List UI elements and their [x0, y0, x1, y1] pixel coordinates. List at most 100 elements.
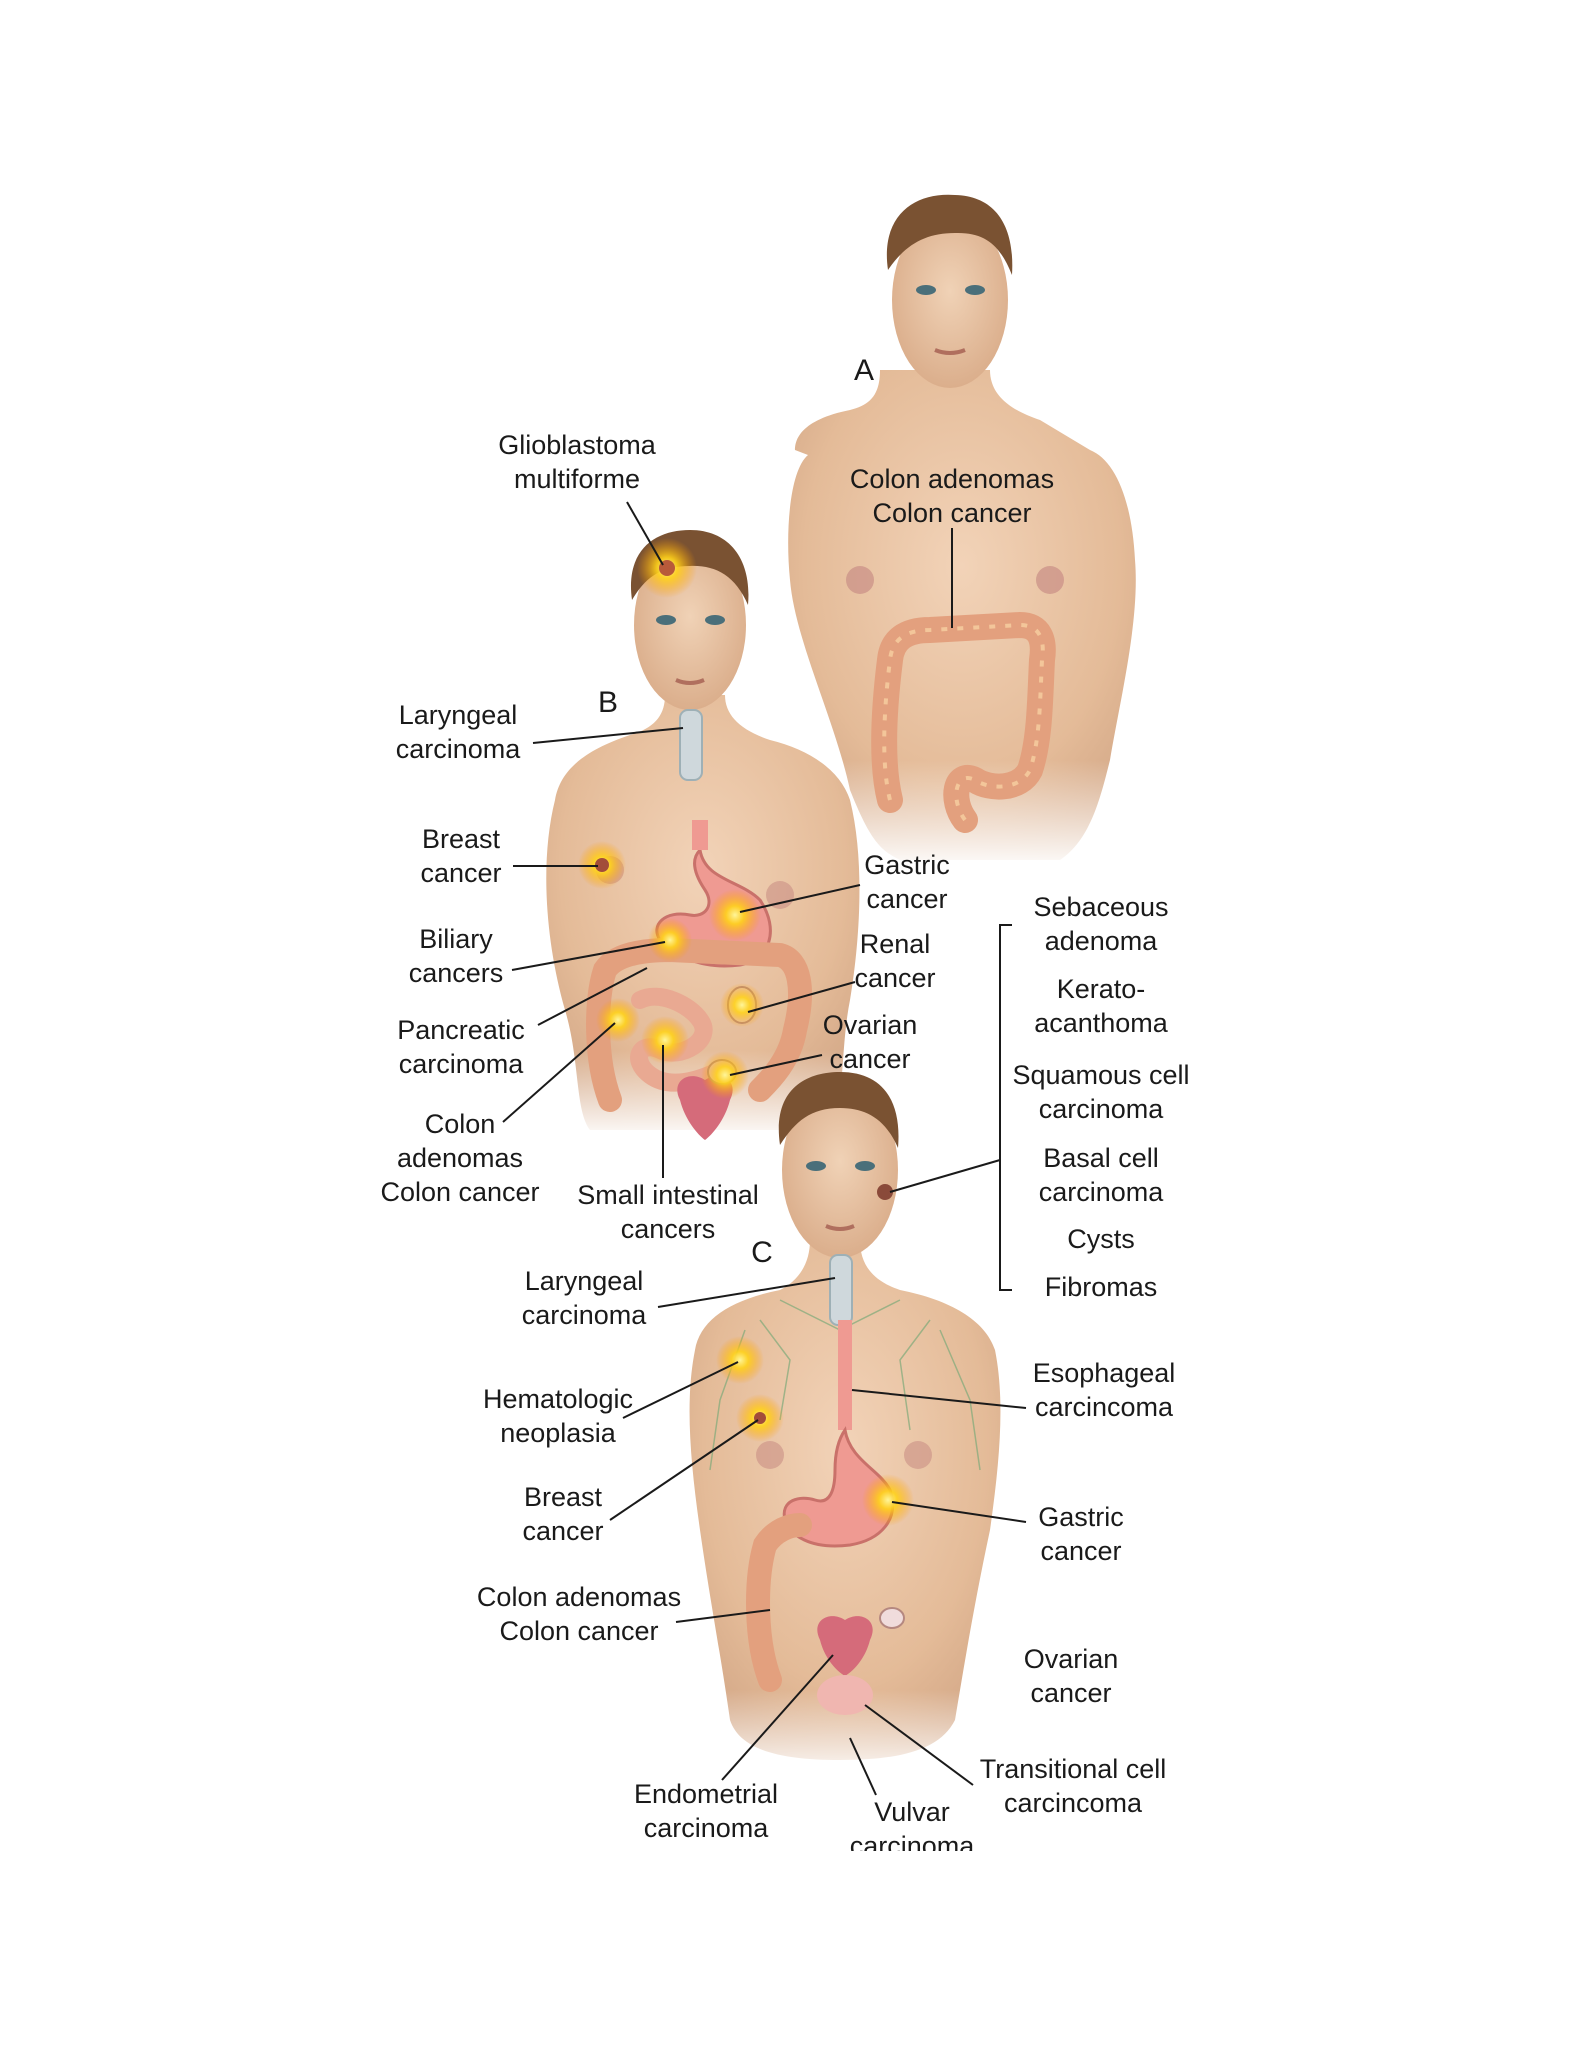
label-b-ovarian-line2: cancer	[829, 1044, 911, 1074]
figure-c-larynx	[829, 1254, 853, 1326]
tumor-gastric-c	[862, 1474, 914, 1526]
label-c-gastric-line1: Gastric	[1038, 1502, 1124, 1532]
label-b-breast: Breast cancer	[420, 822, 501, 890]
tumor-gastric-b	[709, 889, 761, 941]
label-fibromas: Fibromas	[1045, 1270, 1158, 1304]
label-squamous-line1: Squamous cell	[1012, 1060, 1190, 1090]
label-keratoacanthoma-line2: acanthoma	[1034, 1008, 1168, 1038]
tumor-renal	[720, 983, 764, 1027]
label-hematologic: Hematologic neoplasia	[483, 1382, 633, 1450]
label-b-laryngeal-line2: carcinoma	[395, 734, 521, 764]
label-sebaceous: Sebaceous adenoma	[1033, 890, 1168, 958]
label-b-gastric-line2: cancer	[866, 884, 948, 914]
label-c-ovarian: Ovarian cancer	[1024, 1642, 1119, 1710]
label-basal-line1: Basal cell	[1043, 1143, 1159, 1173]
label-squamous-line2: carcinoma	[1038, 1094, 1164, 1124]
label-sebaceous-line1: Sebaceous	[1033, 892, 1169, 922]
label-endometrial-line1: Endometrial	[633, 1779, 779, 1809]
label-b-colon-line3: Colon cancer	[380, 1177, 540, 1207]
figure-c-colon	[746, 1513, 812, 1692]
figure-c-bladder	[817, 1675, 873, 1715]
figure-c	[609, 924, 1030, 1796]
label-keratoacanthoma-line1: Kerato-	[1056, 974, 1146, 1004]
label-renal-line1: Renal	[859, 929, 931, 959]
label-squamous: Squamous cell carcinoma	[1012, 1058, 1189, 1126]
label-transitional-line2: carcincoma	[1003, 1788, 1143, 1818]
label-c-laryngeal-line2: carcinoma	[521, 1300, 647, 1330]
tumor-colon-b	[596, 998, 640, 1042]
figure-a-colon	[871, 611, 1056, 833]
label-c-ovarian-line2: cancer	[1030, 1678, 1112, 1708]
label-b-ovarian-line1: Ovarian	[822, 1010, 918, 1040]
panel-c-letter: C	[751, 1236, 773, 1269]
label-pancreatic: Pancreatic carcinoma	[397, 1013, 525, 1081]
label-renal-line2: cancer	[854, 963, 936, 993]
label-b-gastric-line1: Gastric	[864, 850, 950, 880]
label-basal: Basal cell carcinoma	[1039, 1141, 1164, 1209]
label-pancreatic-line1: Pancreatic	[397, 1015, 525, 1045]
label-b-gastric: Gastric cancer	[864, 848, 950, 916]
figure-c-hair	[778, 1072, 899, 1148]
label-transitional-line1: Transitional cell	[979, 1754, 1167, 1784]
label-b-breast-line1: Breast	[421, 824, 501, 854]
tumor-hematologic	[716, 1336, 764, 1384]
label-c-ovarian-line1: Ovarian	[1023, 1644, 1119, 1674]
label-hematologic-line1: Hematologic	[482, 1384, 634, 1414]
label-c-breast: Breast cancer	[522, 1480, 603, 1548]
tumor-ovarian-b	[701, 1051, 749, 1099]
label-biliary-line1: Biliary	[419, 924, 493, 954]
label-c-gastric: Gastric cancer	[1038, 1500, 1124, 1568]
label-biliary-line2: cancers	[408, 958, 504, 988]
label-cysts: Cysts	[1067, 1222, 1135, 1256]
skin-lesion	[877, 1184, 893, 1200]
label-b-breast-line2: cancer	[420, 858, 502, 888]
label-renal: Renal cancer	[854, 927, 935, 995]
label-c-laryngeal: Laryngeal carcinoma	[522, 1264, 647, 1332]
label-fibromas-line1: Fibromas	[1044, 1272, 1158, 1302]
label-b-colon-line1: Colon	[424, 1109, 496, 1139]
label-pancreatic-line2: carcinoma	[398, 1049, 524, 1079]
label-esophageal: Esophageal carcincoma	[1033, 1356, 1176, 1424]
label-glioblastoma-line2: multiforme	[513, 464, 641, 494]
label-c-breast-line1: Breast	[523, 1482, 603, 1512]
tumor-pancreatic	[641, 1016, 689, 1064]
label-a-colon: Colon adenomas Colon cancer	[850, 462, 1054, 530]
label-vulvar-line2: carcinoma	[849, 1831, 975, 1851]
figure-a-face	[892, 212, 1008, 388]
label-vulvar: Vulvar carcinoma	[850, 1795, 975, 1851]
label-esophageal-line1: Esophageal	[1032, 1358, 1176, 1388]
label-c-laryngeal-line1: Laryngeal	[524, 1266, 644, 1296]
label-glioblastoma: Glioblastoma multiforme	[498, 428, 656, 496]
label-vulvar-line1: Vulvar	[874, 1797, 950, 1827]
label-cysts-line1: Cysts	[1067, 1224, 1135, 1254]
label-biliary: Biliary cancers	[409, 922, 504, 990]
label-c-breast-line2: cancer	[522, 1516, 604, 1546]
label-endometrial: Endometrial carcinoma	[634, 1777, 778, 1845]
label-c-gastric-line2: cancer	[1040, 1536, 1122, 1566]
label-keratoacanthoma: Kerato- acanthoma	[1034, 972, 1168, 1040]
label-c-colon-line1: Colon adenomas	[476, 1582, 682, 1612]
panel-a-letter: A	[853, 354, 875, 387]
label-b-colon-line2: adenomas	[396, 1143, 524, 1173]
label-b-ovarian: Ovarian cancer	[823, 1008, 918, 1076]
label-basal-line2: carcinoma	[1038, 1177, 1164, 1207]
figure-b-larynx	[679, 709, 703, 781]
tumor-biliary	[648, 918, 692, 962]
figure-a-hair	[886, 194, 1013, 275]
leaders-b	[502, 501, 861, 1178]
label-esophageal-line2: carcincoma	[1034, 1392, 1174, 1422]
label-small-intestinal-line2: cancers	[620, 1214, 716, 1244]
label-a-colon-line2: Colon cancer	[872, 498, 1032, 528]
label-b-colon: Colon adenomas Colon cancer	[380, 1107, 539, 1209]
label-sebaceous-line2: adenoma	[1044, 926, 1158, 956]
label-a-colon-line1: Colon adenomas	[849, 464, 1055, 494]
figure-c-uterus	[817, 1616, 873, 1676]
label-b-laryngeal-line1: Laryngeal	[398, 700, 518, 730]
figure-a	[770, 194, 1190, 870]
label-endometrial-line2: carcinoma	[643, 1813, 769, 1843]
leaders-c	[609, 924, 1027, 1796]
label-small-intestinal-line1: Small intestinal	[577, 1180, 759, 1210]
label-transitional: Transitional cell carcincoma	[980, 1752, 1167, 1820]
